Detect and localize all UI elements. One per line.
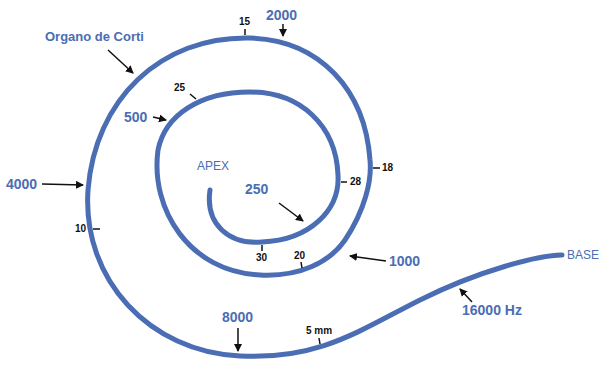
frequency-label: 2000: [266, 8, 297, 22]
leader-arrows: [42, 24, 472, 351]
frequency-label: 500: [124, 110, 147, 124]
tick-number: 10: [75, 224, 86, 234]
frequency-label: 4000: [6, 177, 37, 191]
tick-number: 25: [174, 83, 185, 93]
tick-number: 30: [256, 253, 267, 263]
frequency-label: 16000 Hz: [462, 303, 522, 317]
frequency-label: 8000: [222, 310, 253, 324]
organ-of-corti-spiral: [88, 38, 562, 356]
tick-number: 5 mm: [306, 326, 332, 336]
structure-label: Organo de Corti: [45, 30, 144, 43]
tick-number: 18: [382, 163, 393, 173]
frequency-label: 250: [245, 182, 268, 196]
frequency-label: 1000: [389, 254, 420, 268]
structure-label: BASE: [567, 249, 599, 261]
tick-number: 20: [294, 251, 305, 261]
tick-number: 15: [239, 17, 250, 27]
distance-ticks: [93, 29, 380, 344]
structure-label: APEX: [197, 160, 229, 172]
tick-number: 28: [350, 177, 361, 187]
